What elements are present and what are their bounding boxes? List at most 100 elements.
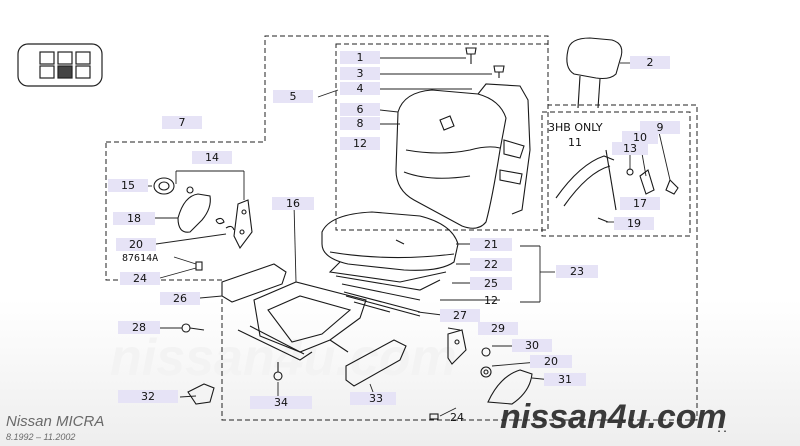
clip-24b [429, 413, 439, 420]
callout-5: 5 [290, 90, 297, 103]
washer-30 [481, 347, 491, 357]
callout-box-14 [192, 151, 232, 164]
callout-box-31 [544, 373, 586, 386]
bracket-29 [447, 329, 467, 365]
callout-box-8 [340, 117, 380, 130]
callout-2: 2 [647, 56, 654, 69]
rail-27 [343, 291, 421, 317]
callout-box-9 [640, 121, 680, 134]
watermark-corner: nissan4u.com [500, 398, 727, 436]
callout-32: 32 [141, 390, 155, 403]
callout-8: 8 [357, 117, 364, 130]
callout-23: 23 [570, 265, 584, 278]
watermark-center: nissan4u.com [110, 329, 457, 387]
callout-15: 15 [121, 179, 135, 192]
release-cable-11 [555, 149, 617, 223]
callout-box-21 [470, 238, 512, 251]
callout-20a: 20 [129, 238, 143, 251]
recliner-knob [153, 177, 175, 195]
callout-labels: 1 2 3 4 5 6 7 8 9 10 11 12 13 14 15 16 1… [108, 51, 680, 424]
recliner-cover-18 [177, 193, 211, 233]
callout-3: 3 [357, 67, 364, 80]
callout-9: 9 [657, 121, 664, 134]
3hb-boundary [541, 111, 691, 237]
variant-note: 3HB ONLY [548, 121, 603, 134]
callout-27: 27 [453, 309, 467, 322]
callout-box-28 [118, 321, 160, 334]
callout-box-3 [340, 67, 380, 80]
callout-box-5 [273, 90, 313, 103]
callout-26: 26 [173, 292, 187, 305]
callout-17: 17 [633, 197, 647, 210]
callout-31: 31 [558, 373, 572, 386]
bolt-34 [273, 362, 283, 381]
callout-box-20a [116, 238, 156, 251]
side-cover-26 [221, 263, 287, 303]
callout-box-26 [160, 292, 200, 305]
callout-box-4 [340, 82, 380, 95]
callout-34: 34 [274, 396, 288, 409]
callout-33: 33 [369, 392, 383, 405]
callout-box-25 [470, 277, 512, 290]
headrest [566, 37, 623, 109]
callout-box-19 [614, 217, 654, 230]
callout-7: 7 [179, 116, 186, 129]
spring-20b [480, 366, 492, 378]
callout-box-30 [512, 339, 552, 352]
callout-box-24a [120, 272, 160, 285]
callout-11: 11 [568, 136, 582, 149]
callout-box-29 [478, 322, 518, 335]
seat-slide-frame [237, 281, 391, 361]
callout-box-23 [556, 265, 598, 278]
callout-box-15 [108, 179, 148, 192]
callout-box-12a [340, 137, 380, 150]
callout-22: 22 [484, 258, 498, 271]
callout-box-18 [113, 212, 155, 225]
bolt-1 [465, 47, 477, 64]
lever-17 [639, 169, 655, 195]
callout-box-33 [350, 392, 396, 405]
callout-28: 28 [132, 321, 146, 334]
callout-box-1 [340, 51, 380, 64]
seatback-boundary [335, 43, 549, 231]
car-locator-icon [17, 43, 103, 87]
callout-12b: 12 [484, 294, 498, 307]
callout-box-17 [620, 197, 660, 210]
callout-box-16 [272, 197, 314, 210]
callout-14: 14 [205, 151, 219, 164]
callout-24b: 24 [450, 411, 464, 424]
callout-20b: 20 [544, 355, 558, 368]
callout-box-34 [250, 396, 312, 409]
callout-box-20b [530, 355, 572, 368]
inner-cover-33 [345, 339, 407, 387]
callout-13: 13 [623, 142, 637, 155]
callout-25: 25 [484, 277, 498, 290]
callout-10: 10 [633, 131, 647, 144]
callout-30: 30 [525, 339, 539, 352]
knob-9 [665, 179, 679, 195]
seat-cushion [321, 211, 459, 301]
callout-box-7 [162, 116, 202, 129]
seat-back [395, 83, 531, 229]
callout-29: 29 [491, 322, 505, 335]
recliner-bracket [233, 199, 253, 250]
outer-cover-31 [487, 369, 533, 405]
bolt-3 [493, 65, 505, 78]
callout-18: 18 [127, 212, 141, 225]
callout-box-2 [630, 56, 670, 69]
callout-24a: 24 [133, 272, 147, 285]
model-name: Nissan MICRA [6, 413, 104, 430]
callout-box-10 [622, 131, 658, 144]
clip-24a [195, 261, 203, 271]
callout-4: 4 [357, 82, 364, 95]
callout-box-13 [612, 142, 648, 155]
bracket-32 [187, 383, 215, 405]
callout-box-32 [118, 390, 178, 403]
spring-20a [215, 217, 235, 231]
callout-21: 21 [484, 238, 498, 251]
callout-6: 6 [357, 103, 364, 116]
corner-code: .. [716, 424, 728, 435]
small-bolt-15 [186, 186, 194, 194]
